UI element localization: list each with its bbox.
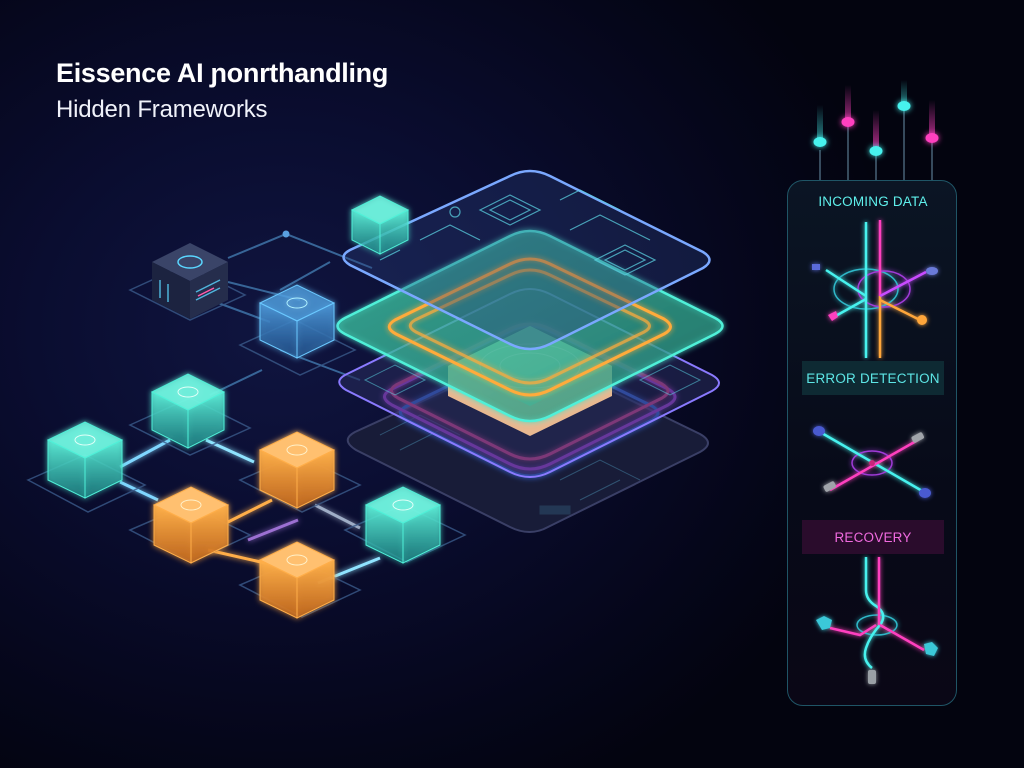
node-dark-cube[interactable] <box>152 243 228 319</box>
page-title: Eissence AI ɲonrthandling <box>56 58 389 88</box>
layer-stack <box>336 169 724 533</box>
teal-layer <box>336 229 724 423</box>
stage-incoming-data: INCOMING DATA <box>818 193 928 209</box>
node-teal-cube-right[interactable] <box>364 486 442 564</box>
node-teal-cube-left[interactable] <box>46 421 124 499</box>
node-orange-cube-2[interactable] <box>152 486 230 564</box>
node-teal-cube-top[interactable] <box>350 195 410 255</box>
ring-upper <box>387 257 672 397</box>
incoming-flow <box>812 220 938 358</box>
error-detection-flow <box>813 426 931 498</box>
stage-recovery: RECOVERY <box>802 520 944 554</box>
node-orange-cube-1[interactable] <box>258 431 336 509</box>
node-teal-cube-mid[interactable] <box>150 373 226 449</box>
junction-dot <box>282 230 290 238</box>
input-signals <box>813 80 939 182</box>
page-subtitle: Hidden Frameworks <box>56 96 268 123</box>
stage-error-detection: ERROR DETECTION <box>802 361 944 395</box>
top-circuit-layer <box>342 169 711 351</box>
recovery-flow <box>816 557 938 684</box>
node-blue-cube[interactable] <box>258 284 336 359</box>
node-orange-cube-3[interactable] <box>258 541 336 619</box>
